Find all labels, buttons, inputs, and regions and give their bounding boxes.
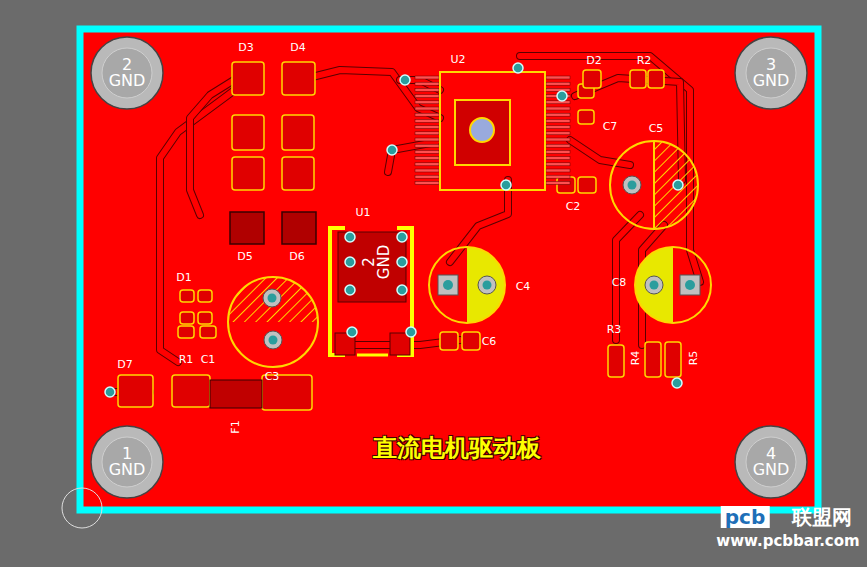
net-name: GND xyxy=(753,73,790,89)
part-designator: D3 xyxy=(238,42,253,54)
part-designator: C8 xyxy=(612,277,627,289)
mounting-hole: 1GND xyxy=(89,424,165,500)
board-title: 直流电机驱动板 xyxy=(373,432,541,464)
hole-number: 1 xyxy=(122,446,132,462)
hole-number: 3 xyxy=(766,57,776,73)
watermark: pcb xyxy=(721,506,770,528)
part-designator: R3 xyxy=(607,324,622,336)
pad-net-label: GND xyxy=(376,245,393,279)
net-name: GND xyxy=(109,73,146,89)
part-designator: C3 xyxy=(265,371,280,383)
part-designator: R5 xyxy=(688,351,700,366)
part-designator: D6 xyxy=(289,251,304,263)
vias xyxy=(105,63,683,397)
net-name: GND xyxy=(109,462,146,478)
net-name: GND xyxy=(753,462,790,478)
part-designator: C5 xyxy=(649,123,664,135)
mounting-hole: 2GND xyxy=(89,35,165,111)
part-designator: R1 xyxy=(179,354,194,366)
part-designator: D2 xyxy=(586,55,601,67)
smd-pads xyxy=(118,62,681,410)
part-designator: D4 xyxy=(290,42,305,54)
u2-package xyxy=(415,72,570,190)
origin-marker xyxy=(62,488,102,528)
board-outline xyxy=(80,29,818,510)
mounting-hole: 3GND xyxy=(733,35,809,111)
copper-traces xyxy=(110,56,700,392)
part-designator: C7 xyxy=(603,121,618,133)
electrolytic-caps xyxy=(228,141,711,367)
part-designator: U2 xyxy=(450,54,465,66)
part-designator: C2 xyxy=(566,201,581,213)
hole-number: 4 xyxy=(766,446,776,462)
part-designator: C1 xyxy=(201,354,216,366)
part-designator: U1 xyxy=(355,207,370,219)
part-designator: D5 xyxy=(237,251,252,263)
hole-number: 2 xyxy=(122,57,132,73)
part-designator: R4 xyxy=(630,351,642,366)
watermark: www.pcbbar.com xyxy=(716,533,859,550)
watermark: 联盟网 xyxy=(792,506,852,528)
part-designator: C4 xyxy=(516,281,531,293)
part-designator: C6 xyxy=(482,336,497,348)
u1-package xyxy=(330,228,412,355)
part-designator: D7 xyxy=(117,359,132,371)
part-designator: F1 xyxy=(230,420,242,433)
part-designator: R2 xyxy=(637,55,652,67)
part-designator: D1 xyxy=(176,272,191,284)
mounting-hole: 4GND xyxy=(733,424,809,500)
